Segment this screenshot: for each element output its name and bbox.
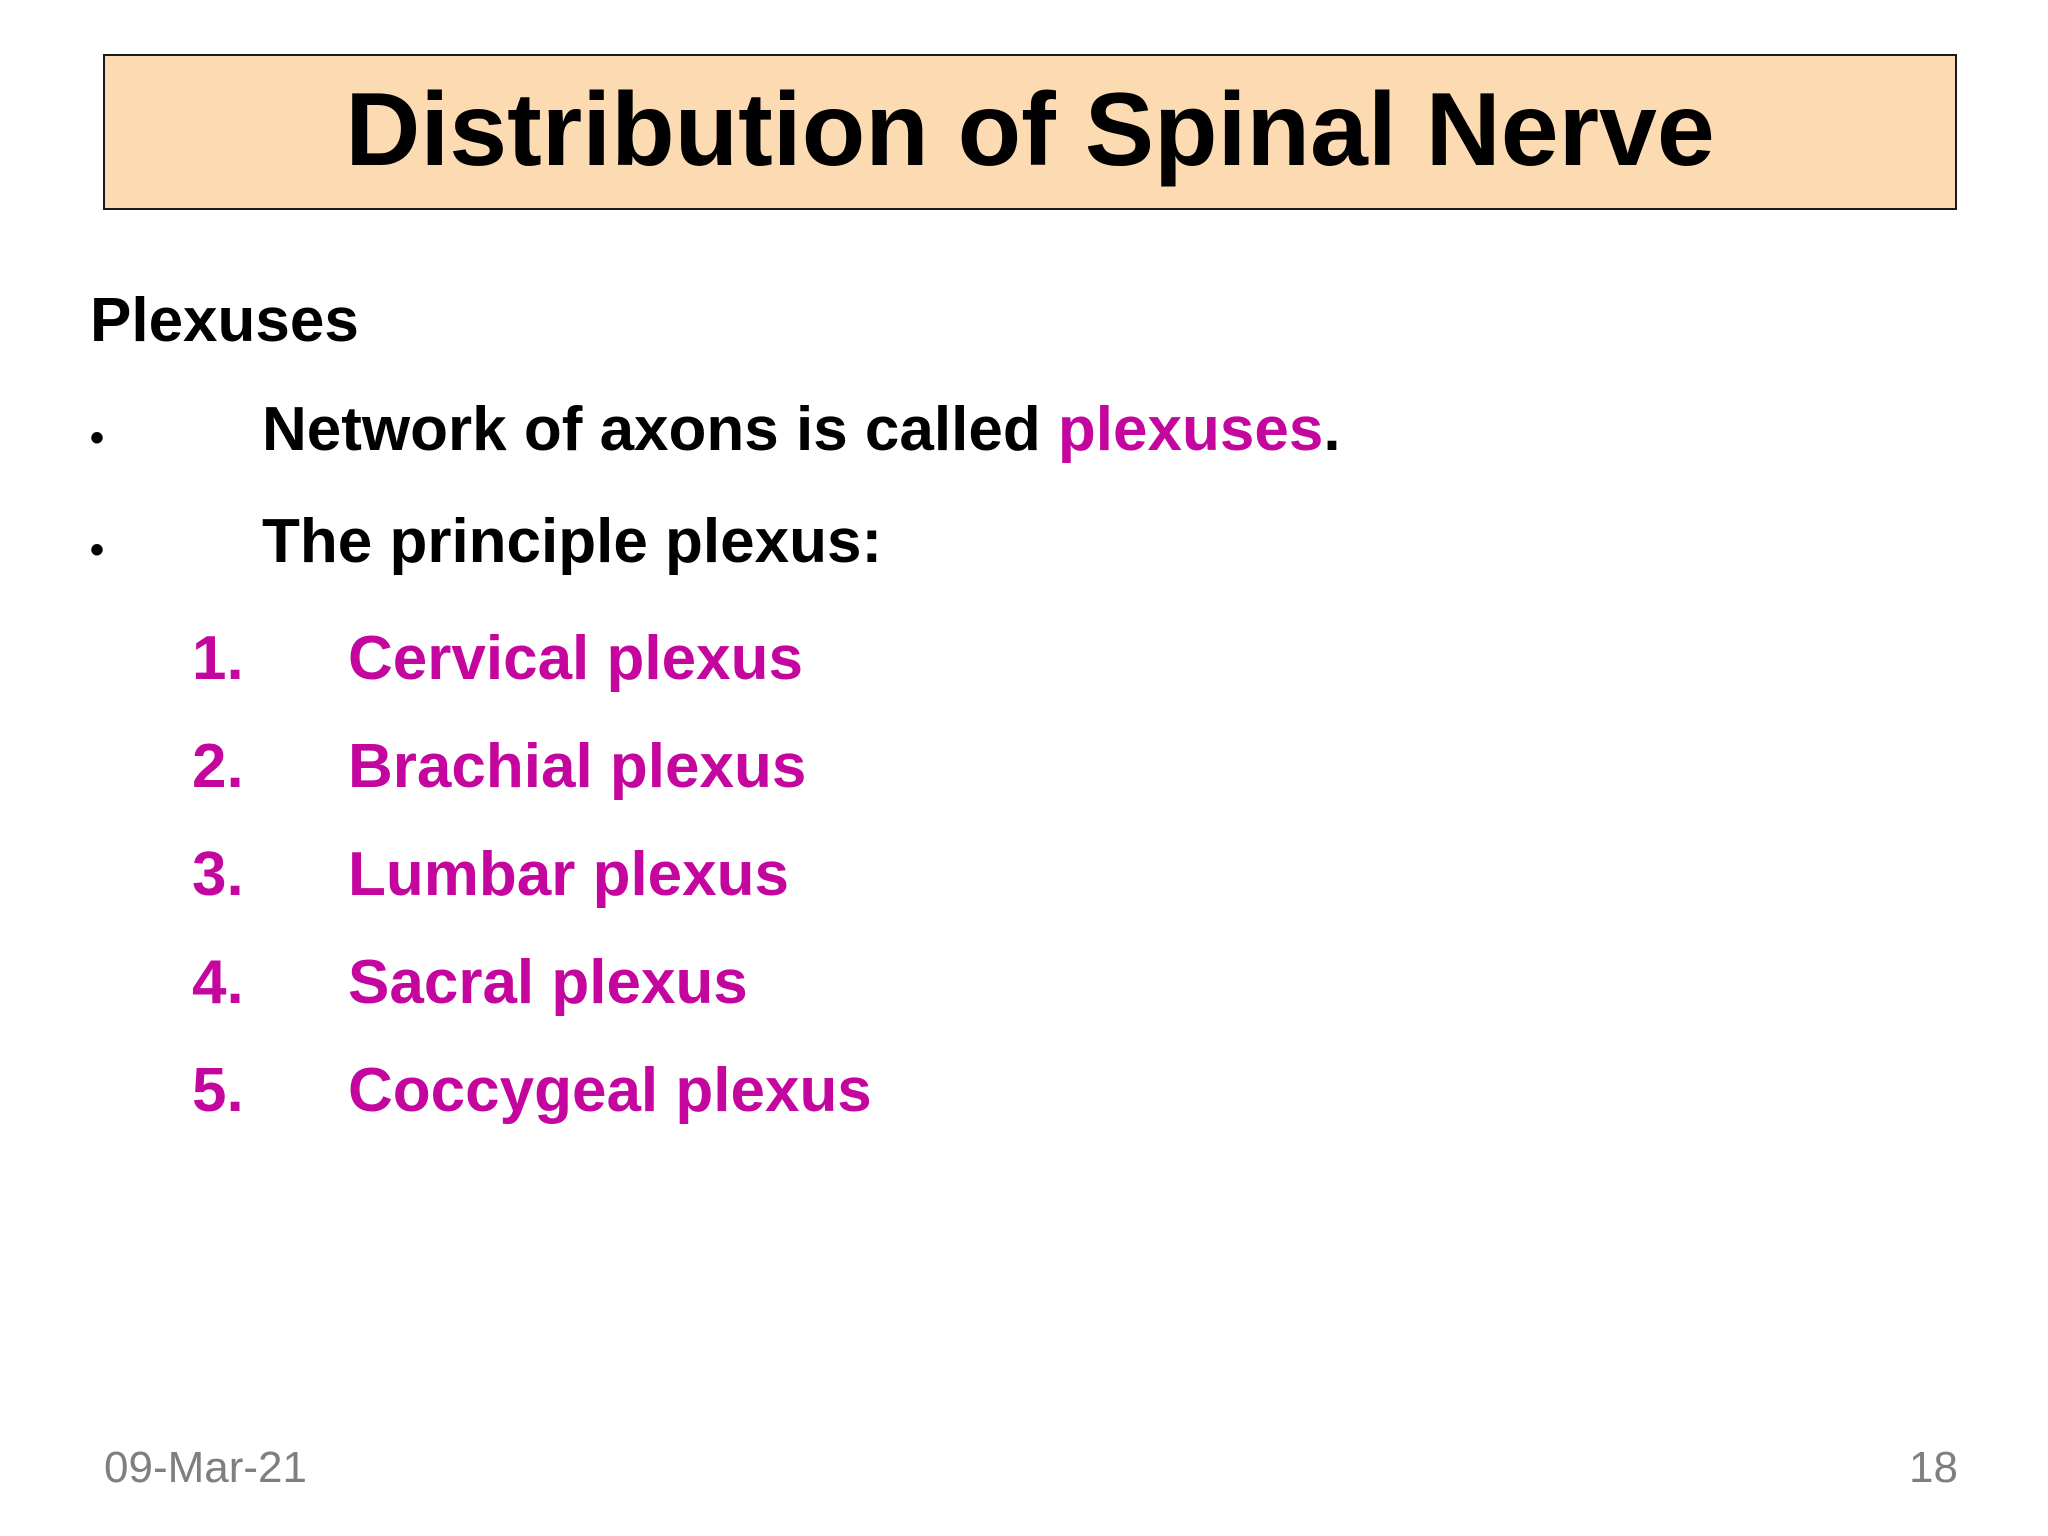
list-item: Cervical plexus xyxy=(348,624,803,693)
list-number: 3. xyxy=(192,840,244,909)
list-item: Sacral plexus xyxy=(348,948,748,1017)
bullet-text: The principle plexus: xyxy=(262,507,883,576)
list-number: 1. xyxy=(192,624,244,693)
slide-number: 18 xyxy=(1909,1443,1958,1492)
list-item: Lumbar plexus xyxy=(348,840,789,909)
bullet-item: The principle plexus: xyxy=(262,511,882,573)
bullet-item: Network of axons is called plexuses. xyxy=(262,399,1341,461)
slide-title: Distribution of Spinal Nerve xyxy=(345,72,1715,188)
list-item: Coccygeal plexus xyxy=(348,1056,872,1125)
list-number: 5. xyxy=(192,1056,244,1125)
footer-date: 09-Mar-21 xyxy=(104,1443,307,1492)
highlight-term: plexuses xyxy=(1057,395,1324,464)
list-item: Brachial plexus xyxy=(348,732,807,801)
bullet-marker: • xyxy=(90,528,105,572)
section-heading: Plexuses xyxy=(90,286,359,355)
bullet-end: . xyxy=(1323,395,1341,464)
bullet-text: Network of axons is called xyxy=(262,395,1058,464)
list-number: 2. xyxy=(192,732,244,801)
title-banner: Distribution of Spinal Nerve xyxy=(103,54,1957,210)
bullet-marker: • xyxy=(90,416,105,460)
list-number: 4. xyxy=(192,948,244,1017)
